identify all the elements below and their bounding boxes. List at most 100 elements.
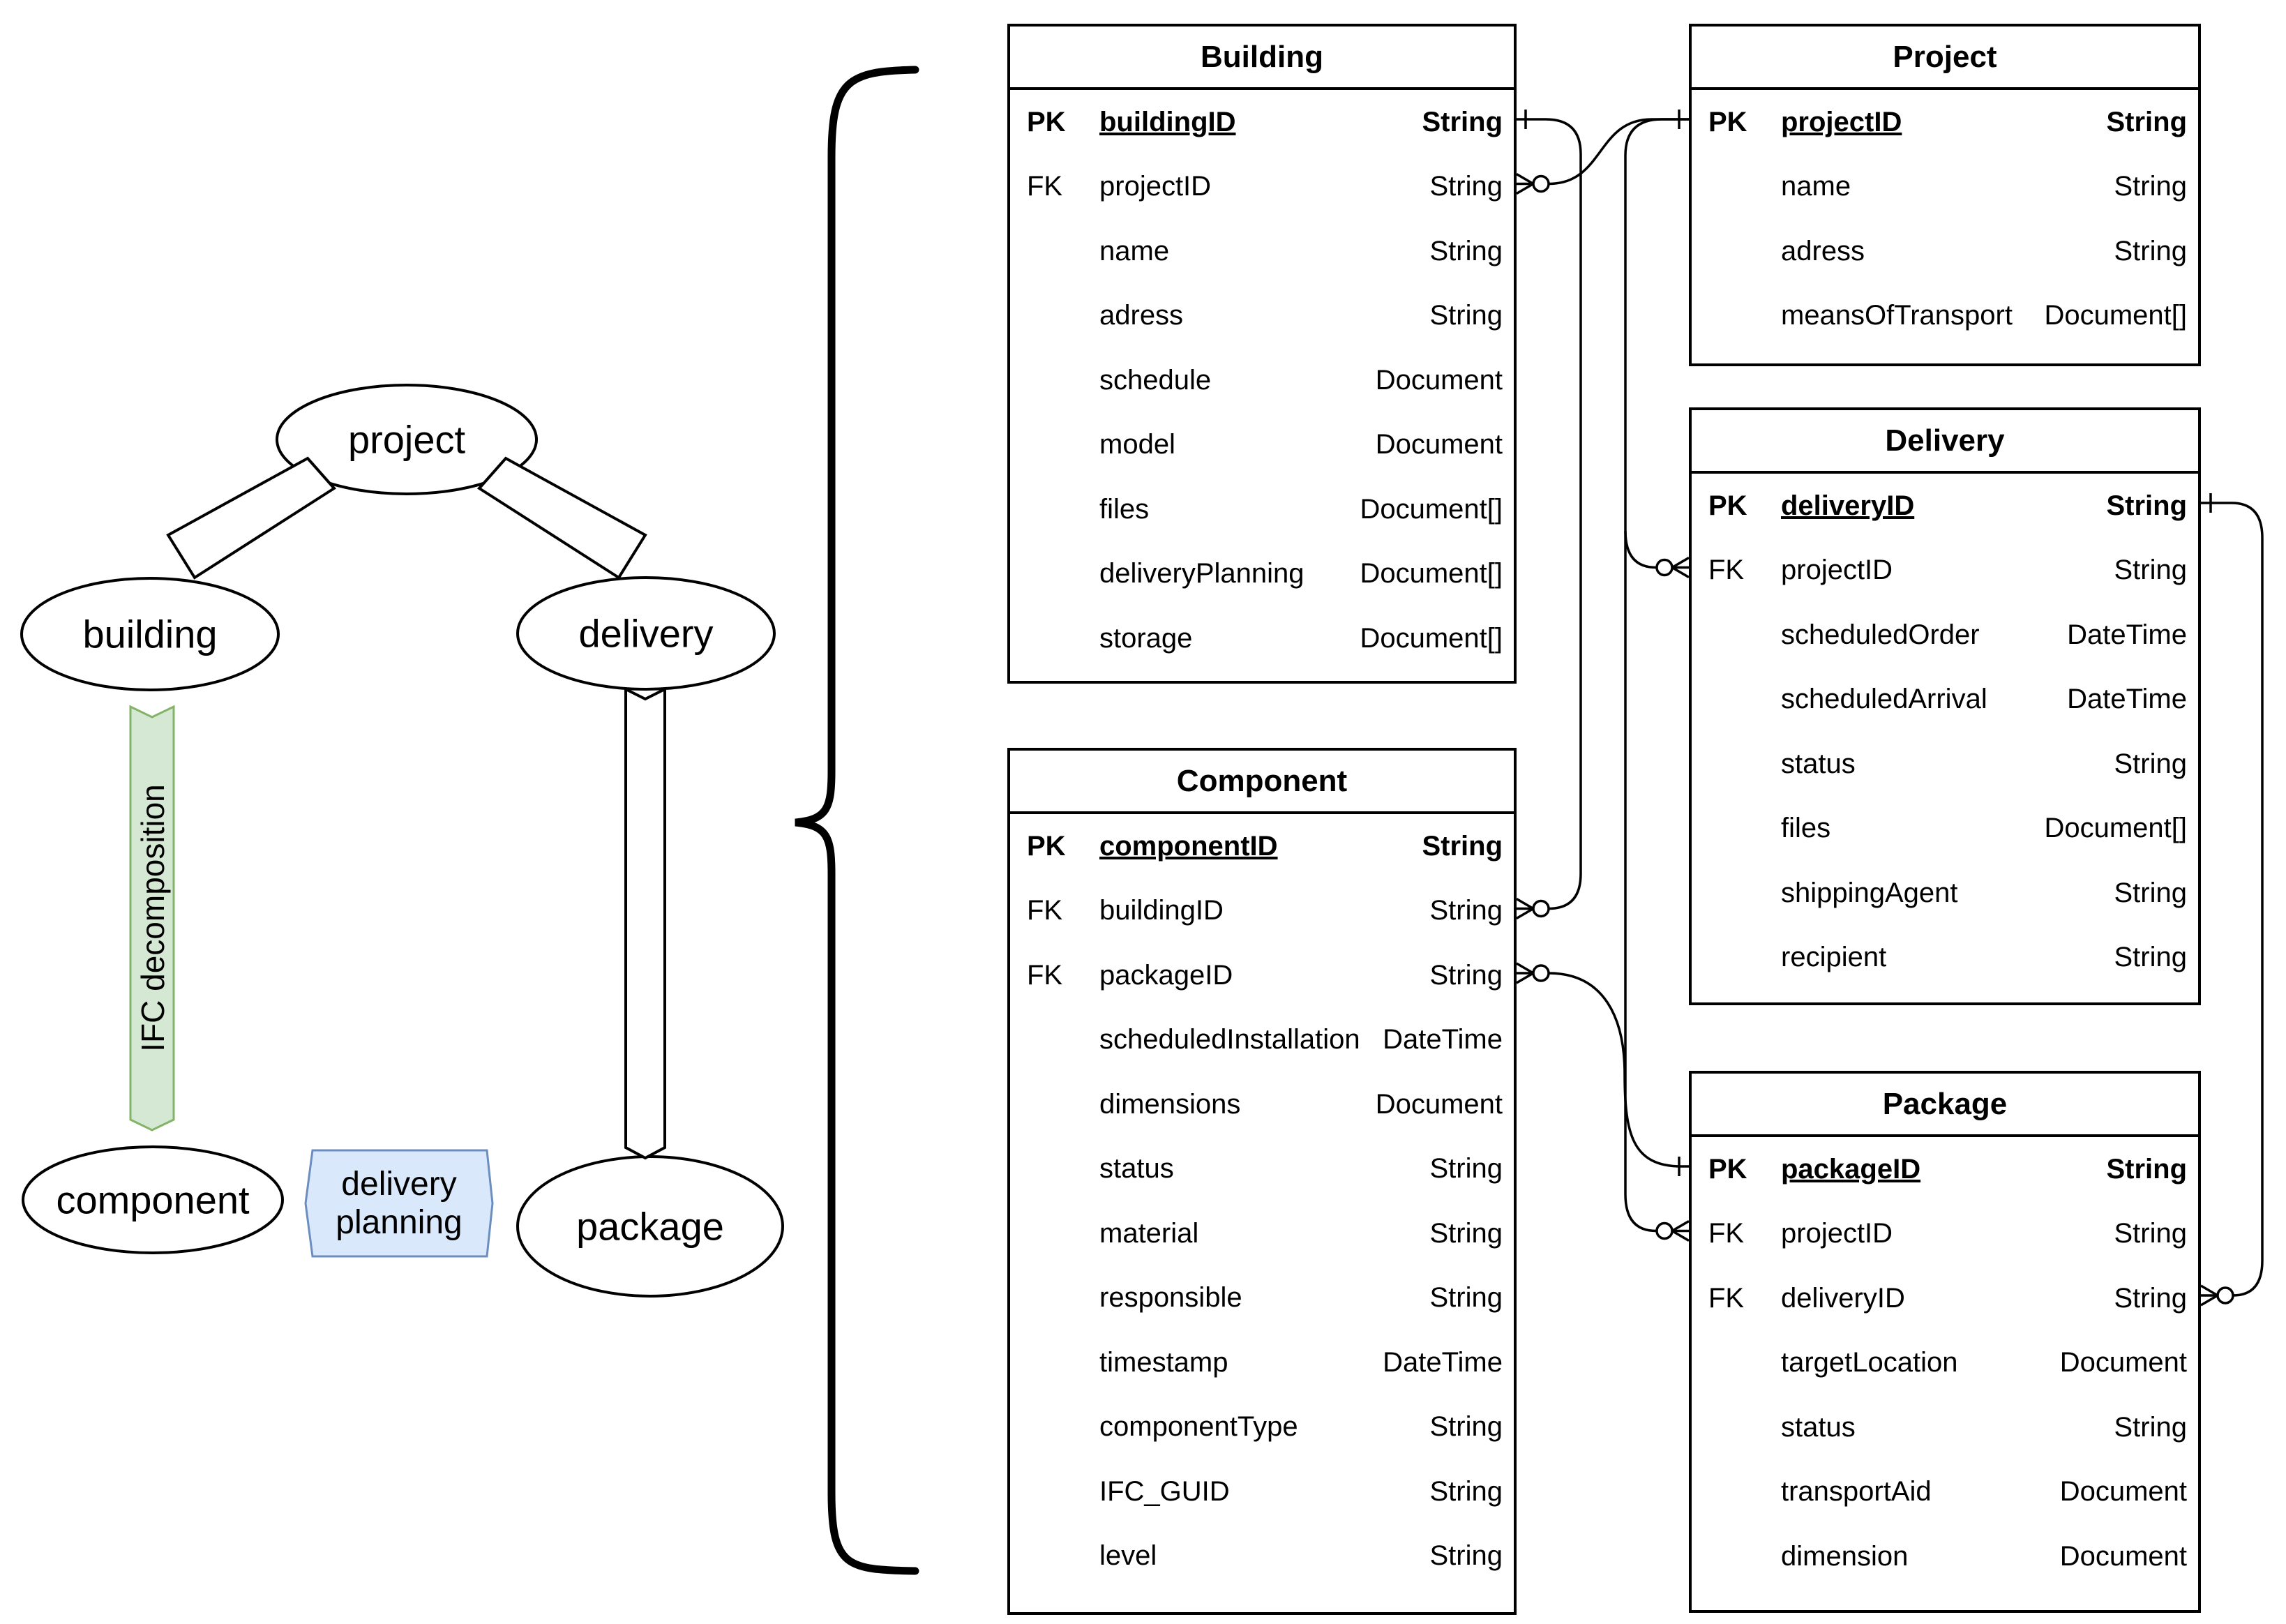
row-attribute-type: Document [1375,429,1503,460]
row-attribute-name: packageID [1099,959,1233,991]
component-node-label: component [56,1178,250,1222]
row-attribute-name: dimensions [1099,1088,1241,1120]
row-attribute-name: model [1099,429,1175,460]
row-attribute-name: buildingID [1099,895,1224,926]
rel-building-project [1516,110,1689,195]
row-attribute-type: String [1429,895,1503,926]
row-attribute-type: String [2114,555,2188,586]
row-attribute-type: Document [2059,1540,2187,1572]
table-title: Project [1692,27,2198,90]
row-attribute-type: DateTime [1383,1346,1503,1378]
row-attribute-name: deliveryPlanning [1099,558,1304,589]
row-attribute-name: scheduledOrder [1781,619,1980,650]
row-attribute-type: String [2114,171,2188,202]
row-attribute-name: meansOfTransport [1781,300,2013,331]
project-node-label: project [347,417,466,462]
ifc-decomposition-label: IFC decomposition [135,784,171,1052]
row-key-label: FK [1027,171,1063,202]
row-attribute-name: projectID [1099,171,1212,202]
row-attribute-name: transportAid [1781,1476,1932,1508]
row-attribute-name: shippingAgent [1781,877,1958,908]
row-attribute-type: Document [2059,1347,2187,1378]
row-key-label: PK [1708,490,1747,521]
row-attribute-type: String [1429,1282,1503,1314]
row-attribute-name: deliveryID [1781,490,1915,521]
component-node-ellipse [22,1145,284,1254]
table-row: scheduledInstallation DateTime [1010,1008,1514,1073]
row-attribute-type: String [1429,300,1503,331]
row-attribute-type: DateTime [1383,1024,1503,1055]
row-attribute-name: material [1099,1217,1199,1249]
row-attribute-type: String [1422,830,1503,862]
building-node-ellipse [20,577,280,691]
row-attribute-name: status [1099,1153,1174,1185]
table-row: deliveryPlanning Document[] [1010,542,1514,607]
table-title: Building [1010,27,1514,90]
delivery-node-ellipse [516,576,776,691]
row-attribute-name: componentType [1099,1411,1298,1443]
curly-brace [795,66,919,1575]
table-row: files Document[] [1692,797,2198,862]
table-row: PK packageID String [1692,1137,2198,1202]
row-attribute-type: String [1429,1217,1503,1249]
row-key-label: FK [1027,959,1063,991]
row-attribute-name: level [1099,1540,1157,1572]
row-attribute-type: String [2114,235,2188,266]
delivery-planning-label: delivery planning [336,1165,463,1241]
row-attribute-name: adress [1781,235,1865,266]
row-attribute-name: scheduledInstallation [1099,1024,1360,1055]
table-row: adress String [1692,219,2198,284]
row-attribute-type: String [2106,1153,2187,1185]
row-attribute-type: String [2114,942,2188,973]
row-attribute-type: String [2114,1218,2188,1249]
row-attribute-type: String [2114,1411,2188,1443]
rel-building-component [1516,110,1582,920]
row-attribute-type: String [2106,106,2187,137]
row-attribute-type: Document[] [2044,813,2187,844]
row-attribute-type: String [1429,1540,1503,1572]
row-attribute-name: packageID [1781,1153,1921,1185]
row-attribute-type: Document [1375,364,1503,396]
row-key-label: PK [1708,1153,1747,1185]
building-node-label: building [82,612,218,656]
row-attribute-name: status [1781,748,1856,779]
row-attribute-type: Document[] [1360,558,1503,589]
row-attribute-name: deliveryID [1781,1282,1905,1314]
project-delivery-band [476,456,647,580]
table-row: status String [1692,1395,2198,1460]
row-attribute-type: String [1422,106,1503,137]
row-attribute-name: projectID [1781,106,1902,137]
row-attribute-name: files [1781,813,1831,844]
row-attribute-name: status [1781,1411,1856,1443]
row-attribute-type: String [1429,1411,1503,1443]
rel-component-package [1516,962,1689,1176]
row-key-label: FK [1708,1282,1745,1314]
row-attribute-type: Document[] [1360,493,1503,525]
table-title: Delivery [1692,410,2198,474]
row-attribute-name: projectID [1781,1218,1893,1249]
